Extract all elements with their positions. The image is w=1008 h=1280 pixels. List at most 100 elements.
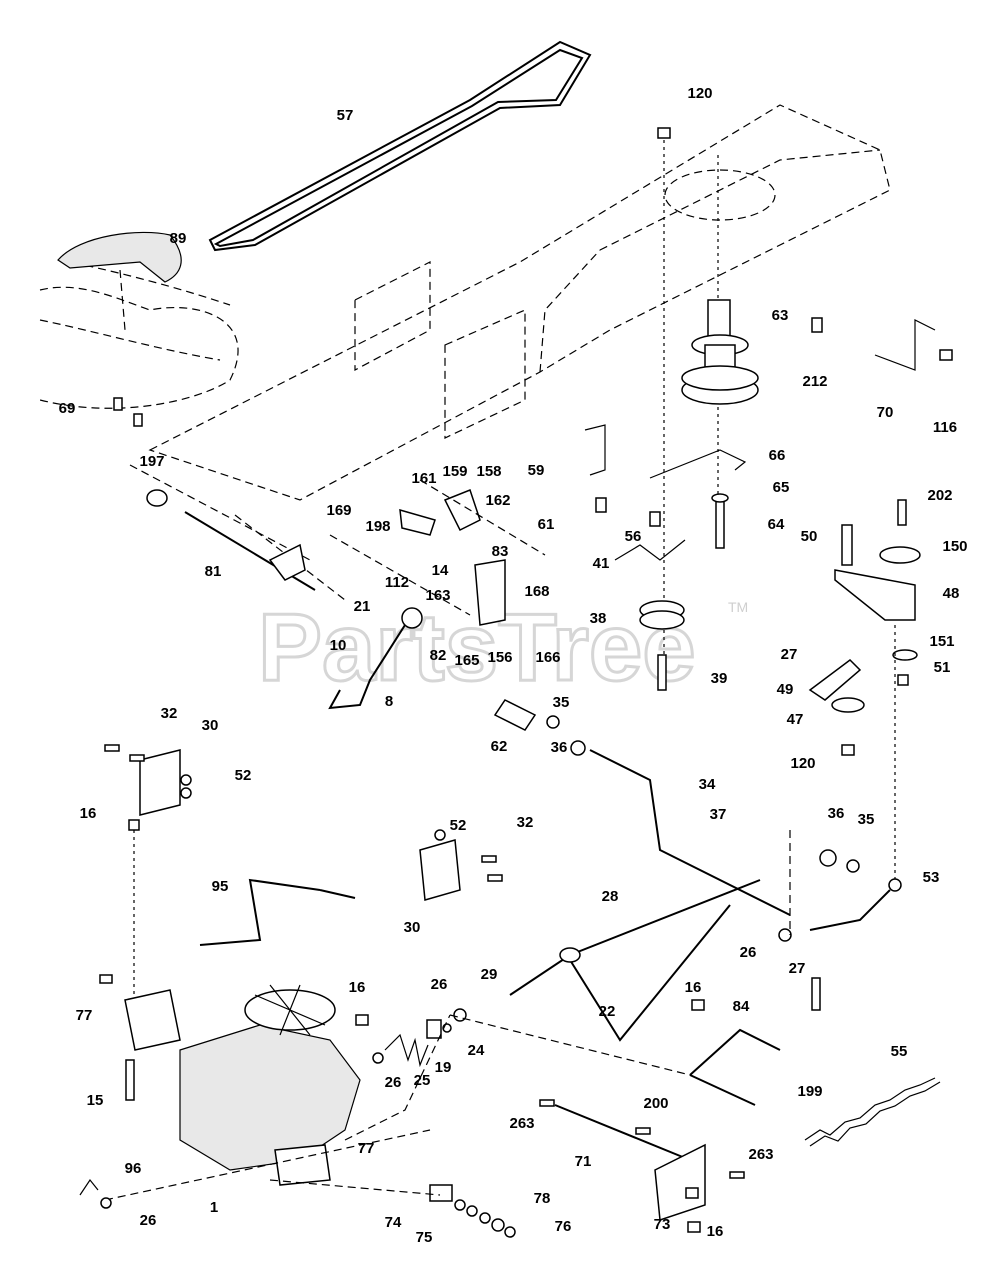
callout-61: 61 xyxy=(538,516,555,533)
callout-66: 66 xyxy=(769,447,786,464)
callout-84: 84 xyxy=(733,998,750,1015)
callout-83: 83 xyxy=(492,543,509,560)
callout-34: 34 xyxy=(699,776,716,793)
callout-198: 198 xyxy=(365,518,390,535)
transaxle xyxy=(99,974,431,1201)
callout-16: 16 xyxy=(80,805,97,822)
shaft-81 xyxy=(146,489,316,591)
callout-30: 30 xyxy=(404,919,421,936)
plate-48 xyxy=(808,499,921,880)
callout-156: 156 xyxy=(487,649,512,666)
callout-56: 56 xyxy=(625,528,642,545)
callout-49: 49 xyxy=(777,681,794,698)
callout-32: 32 xyxy=(161,705,178,722)
callout-65: 65 xyxy=(773,479,790,496)
pulley-38 xyxy=(639,600,685,691)
lever-8 xyxy=(328,607,423,710)
callout-75: 75 xyxy=(416,1229,433,1246)
callout-166: 166 xyxy=(535,649,560,666)
hardware-74-78 xyxy=(429,1184,516,1238)
pedal-cover xyxy=(57,231,182,331)
callout-151: 151 xyxy=(929,633,954,650)
callout-26: 26 xyxy=(140,1212,157,1229)
callout-165: 165 xyxy=(454,652,479,669)
callout-76: 76 xyxy=(555,1218,572,1235)
callout-26: 26 xyxy=(385,1074,402,1091)
callout-55: 55 xyxy=(891,1043,908,1060)
callout-263: 263 xyxy=(748,1146,773,1163)
callout-38: 38 xyxy=(590,610,607,627)
callout-21: 21 xyxy=(354,598,371,615)
link-84-199 xyxy=(689,999,781,1106)
callout-59: 59 xyxy=(528,462,545,479)
bracket-30-left xyxy=(104,744,192,1000)
callout-89: 89 xyxy=(170,230,187,247)
callout-73: 73 xyxy=(654,1216,671,1233)
callout-24: 24 xyxy=(468,1042,485,1059)
callout-16: 16 xyxy=(349,979,366,996)
callout-64: 64 xyxy=(768,516,785,533)
rod-95 xyxy=(199,878,356,946)
callout-52: 52 xyxy=(450,817,467,834)
bracket-158-165 xyxy=(329,479,546,626)
callout-116: 116 xyxy=(933,419,957,436)
trademark-symbol: TM xyxy=(728,599,748,615)
callout-77: 77 xyxy=(358,1140,375,1157)
callout-112: 112 xyxy=(385,574,409,591)
callout-48: 48 xyxy=(943,585,960,602)
callout-158: 158 xyxy=(476,463,501,480)
pulley-63 xyxy=(681,299,759,405)
callout-69: 69 xyxy=(59,400,76,417)
callout-150: 150 xyxy=(942,538,967,555)
fender-outline xyxy=(39,259,239,409)
callout-32: 32 xyxy=(517,814,534,831)
callout-161: 161 xyxy=(411,470,436,487)
callout-8: 8 xyxy=(385,693,393,710)
callout-162: 162 xyxy=(485,492,510,509)
callout-26: 26 xyxy=(431,976,448,993)
drive-belt xyxy=(208,40,592,252)
callout-50: 50 xyxy=(801,528,818,545)
callout-95: 95 xyxy=(212,878,229,895)
callout-96: 96 xyxy=(125,1160,142,1177)
callout-200: 200 xyxy=(643,1095,668,1112)
pin-96 xyxy=(79,1178,112,1209)
watermark-text: PartsTree xyxy=(258,594,696,701)
callout-74: 74 xyxy=(385,1214,402,1231)
callout-25: 25 xyxy=(414,1072,431,1089)
rods-28-22 xyxy=(509,879,821,1042)
callout-27: 27 xyxy=(781,646,798,663)
callout-39: 39 xyxy=(711,670,728,687)
callout-47: 47 xyxy=(787,711,804,728)
callout-35: 35 xyxy=(858,811,875,828)
spring-55 xyxy=(804,1077,941,1147)
callout-16: 16 xyxy=(685,979,702,996)
callout-120: 120 xyxy=(790,755,815,772)
callout-63: 63 xyxy=(772,307,789,324)
callout-27: 27 xyxy=(789,960,806,977)
callout-163: 163 xyxy=(425,587,450,604)
callout-71: 71 xyxy=(575,1153,592,1170)
callout-77: 77 xyxy=(76,1007,93,1024)
callout-53: 53 xyxy=(923,869,940,886)
shift-rod-34 xyxy=(493,699,791,916)
leader-lines xyxy=(269,830,791,1196)
callout-202: 202 xyxy=(927,487,952,504)
callout-263: 263 xyxy=(509,1115,534,1132)
callout-159: 159 xyxy=(442,463,467,480)
rods-upper xyxy=(584,424,747,561)
callout-37: 37 xyxy=(710,806,727,823)
rod-53 xyxy=(809,849,902,931)
bracket-70 xyxy=(811,317,953,371)
callout-199: 199 xyxy=(797,1083,822,1100)
callout-82: 82 xyxy=(430,647,447,664)
callout-197: 197 xyxy=(139,453,164,470)
callout-78: 78 xyxy=(534,1190,551,1207)
callout-41: 41 xyxy=(593,555,610,572)
callout-16: 16 xyxy=(707,1223,724,1240)
callout-120: 120 xyxy=(687,85,712,102)
callout-57: 57 xyxy=(337,107,354,124)
callout-81: 81 xyxy=(205,563,222,580)
